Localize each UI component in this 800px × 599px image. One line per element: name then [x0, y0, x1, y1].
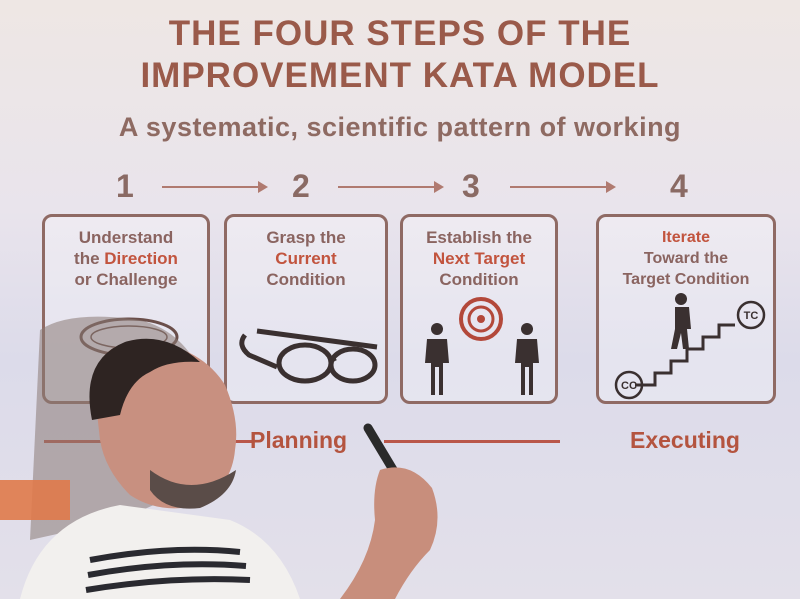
presenter-hand [340, 467, 438, 599]
step-box-2: Grasp the Current Condition [224, 214, 388, 404]
step-2-text: Grasp the Current Condition [227, 227, 385, 290]
current-condition-label: CC [621, 380, 637, 392]
arrow-2-3 [338, 181, 444, 193]
step-1-text: Understand the Direction or Challenge [45, 227, 207, 290]
step-number-2: 2 [292, 168, 310, 204]
step-3-line1: Establish the [426, 228, 532, 247]
wall-sign [0, 480, 70, 520]
step-1-line1: Understand [78, 228, 174, 247]
slide-subtitle: A systematic, scientific pattern of work… [118, 112, 682, 142]
slide-title-line1: THE FOUR STEPS OF THE [168, 14, 632, 53]
step-number-4: 4 [670, 168, 688, 204]
presenter-shirt-stripes [85, 546, 251, 593]
planning-line-left [44, 440, 254, 443]
stairs-icon: CC TC [614, 293, 766, 400]
step-number-3: 3 [462, 168, 480, 204]
step-2-line1: Grasp the [266, 228, 346, 247]
step-3-line2: Next Target [432, 249, 526, 268]
compass-icon [79, 317, 179, 357]
step-box-1: Understand the Direction or Challenge [42, 214, 210, 404]
step-1-line2: the Direction [74, 249, 178, 268]
laser-pointer [363, 423, 403, 483]
step-4-line3: Target Condition [622, 271, 750, 288]
arrow-1-2 [162, 181, 268, 193]
slide-title-line2: IMPROVEMENT KATA MODEL [140, 56, 660, 95]
step-number-1: 1 [116, 168, 134, 204]
step-3-line3: Condition [439, 270, 519, 289]
presenter-beard [150, 470, 236, 509]
step-1-line3: or Challenge [74, 270, 178, 289]
target-icon [425, 297, 539, 395]
arrow-3-4 [510, 181, 616, 193]
step-box-4: Iterate Toward the Target Condition CC T… [596, 214, 776, 404]
step-4-line1: Iterate [661, 229, 711, 246]
executing-label: Executing [630, 427, 740, 453]
step-4-text: Iterate Toward the Target Condition [599, 227, 773, 290]
step-2-line2: Current [275, 249, 337, 268]
planning-label: Planning [250, 427, 348, 453]
step-3-text: Establish the Next Target Condition [403, 227, 555, 290]
presenter-body [20, 505, 300, 599]
glasses-icon [239, 328, 378, 384]
planning-line-right [384, 440, 560, 443]
step-box-3: Establish the Next Target Condition [400, 214, 558, 404]
step-4-line2: Toward the [643, 250, 729, 267]
step-2-line3: Condition [266, 270, 346, 289]
target-condition-label: TC [744, 310, 759, 322]
